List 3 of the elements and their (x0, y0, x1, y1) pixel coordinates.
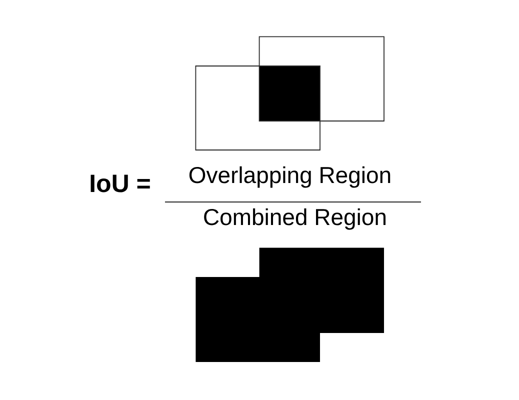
numerator-text: Overlapping Region (189, 166, 390, 188)
formula-label: IoU = (90, 174, 150, 192)
denominator-text: Combined Region (204, 208, 386, 230)
